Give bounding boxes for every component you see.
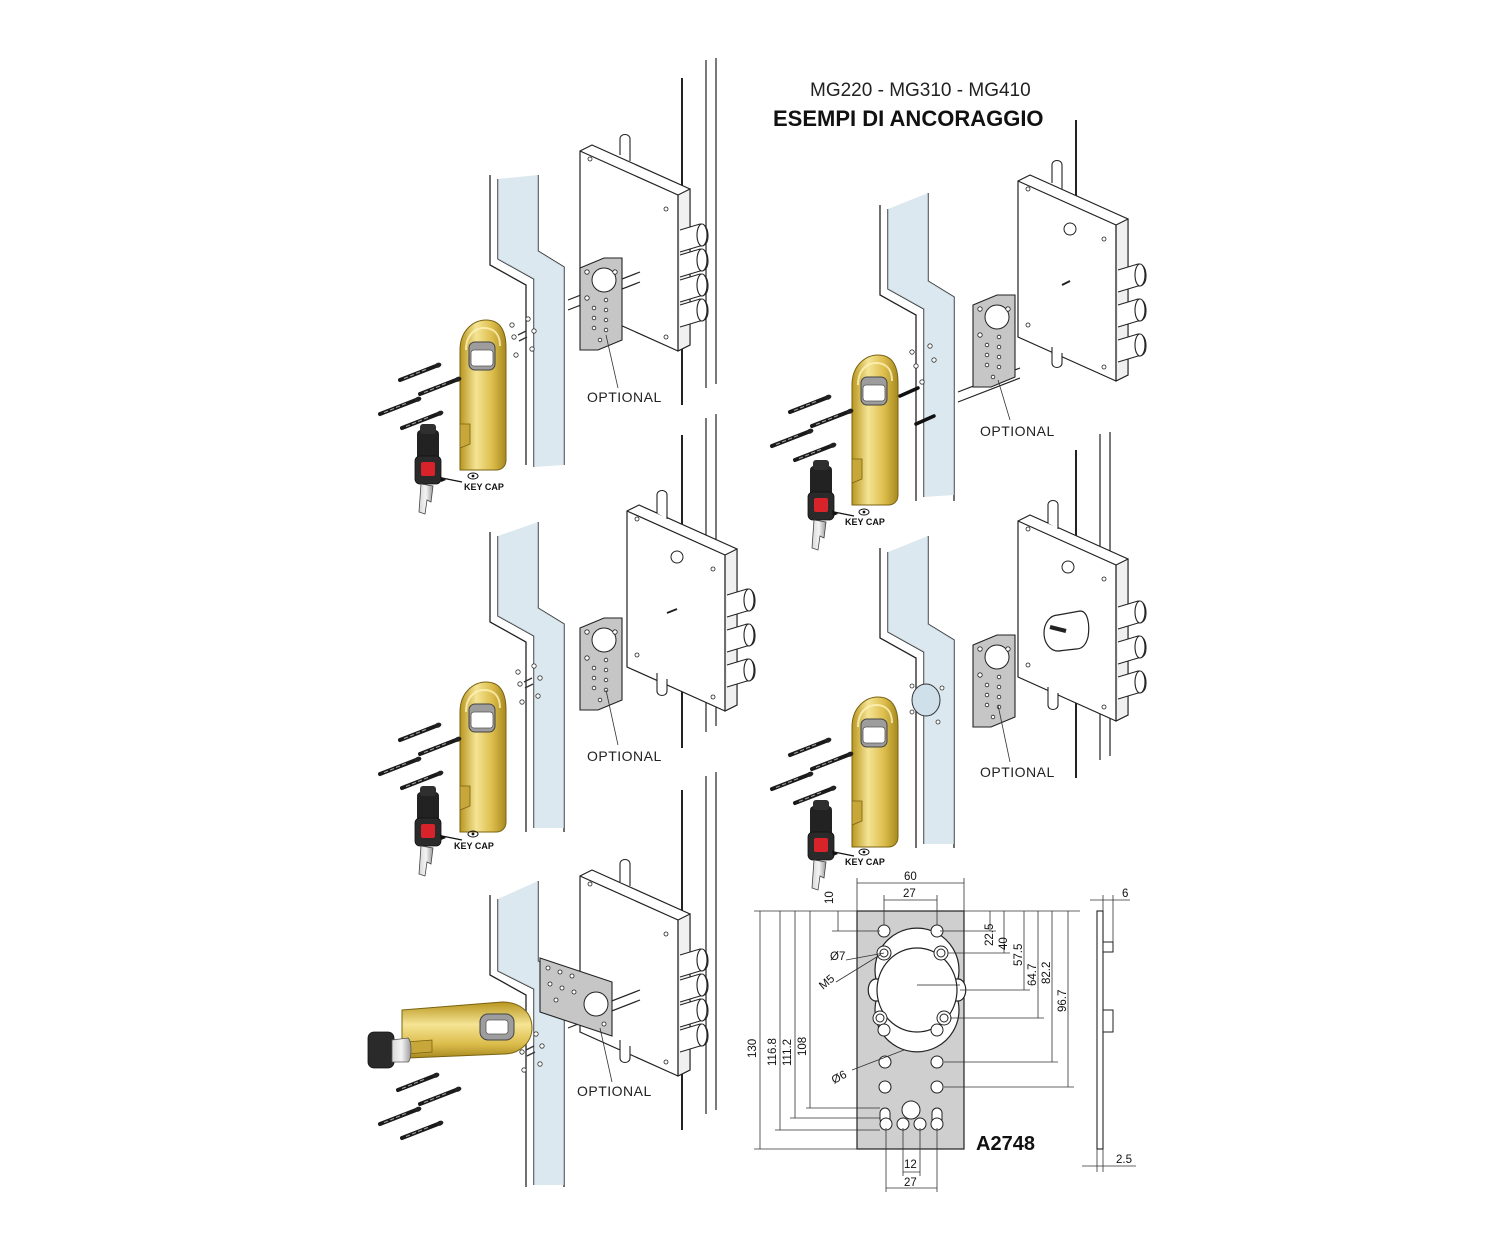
lock-body-5 [579,858,709,1077]
example-4: OPTIONAL KEY CAP [770,499,1147,891]
dim-108: 108 [797,1037,809,1056]
optional-label-5: OPTIONAL [577,1083,652,1099]
lock-body-1 [579,133,709,352]
glass-wall-3 [489,522,565,832]
right-dimension-lines [940,910,1080,1088]
dim-phi6: Ø6 [830,1069,849,1087]
dim-12: 12 [904,1159,917,1171]
key-5 [367,1031,412,1069]
glass-wall-2 [879,193,955,501]
dim-27-top: 27 [903,888,916,900]
dim-82-2: 82.2 [1041,962,1053,984]
left-dimension-lines [754,910,880,1150]
optional-label-4: OPTIONAL [980,764,1055,780]
eye-icon [467,472,479,480]
pins-2 [898,343,937,426]
dim-116-8: 116.8 [767,1038,779,1066]
example-2: OPTIONAL KEY CAP [770,159,1147,551]
bottom-dimension-lines [885,1128,938,1192]
models-subtitle: MG220 - MG310 - MG410 [810,80,1031,101]
eye-icon [467,830,479,838]
pins-1 [509,316,537,358]
security-plate-3 [579,617,623,711]
screws-1 [378,359,465,430]
dim-60: 60 [904,871,917,883]
key-cap-label-4: KEY CAP [845,857,885,867]
key-cap-label-1: KEY CAP [464,482,504,492]
page-title: ESEMPI DI ANCORAGGIO [773,106,1044,131]
dim-57-5: 57.5 [1013,944,1025,966]
key-2 [807,459,835,551]
screws-2 [770,391,857,462]
screws-5 [378,1069,465,1140]
key-4 [807,799,835,891]
security-plate-4 [972,634,1016,728]
screws-4 [770,734,857,805]
example-5: OPTIONAL [367,858,709,1187]
security-plate-5 [539,957,613,1037]
dim-40: 40 [998,937,1010,950]
security-plate-2 [972,294,1016,388]
dim-64-7: 64.7 [1027,964,1039,986]
dim-130: 130 [747,1039,759,1058]
cylinder-ring [909,683,945,725]
technical-drawing-a2748: 60 27 22.5 40 57.5 64.7 82.2 96.7 10 130… [747,871,1136,1192]
dim-10: 10 [824,891,836,904]
dim-27-bottom: 27 [904,1177,917,1189]
holes [872,924,952,1131]
glass-wall-4 [879,536,955,848]
optional-label-2: OPTIONAL [980,423,1055,439]
defender-2 [851,354,899,506]
dim-side-2-5: 2.5 [1116,1154,1132,1166]
dim-22-5: 22.5 [984,924,996,946]
dim-m5: M5 [817,973,837,992]
cylinder-icon [1043,610,1090,652]
top-dimension-lines [856,878,965,925]
lock-body-4 [1017,499,1147,722]
eye-icon [858,508,870,516]
defender-5 [401,1001,533,1059]
optional-label-3: OPTIONAL [587,748,662,764]
side-profile [1082,895,1136,1172]
key-cap-label-2: KEY CAP [845,517,885,527]
dim-96-7: 96.7 [1057,990,1069,1012]
example-3: OPTIONAL KEY CAP [378,489,756,877]
screws-3 [378,719,465,790]
example-1: OPTIONAL KEY CAP [378,133,709,515]
key-3 [414,785,442,877]
glass-wall-1 [489,175,565,467]
key-cap-label-3: KEY CAP [454,841,494,851]
security-plate-1 [579,257,623,351]
defender-1 [459,319,507,471]
lock-body-3 [626,489,756,712]
key-1 [414,423,442,515]
defender-4 [851,696,899,848]
lock-body-2 [1017,159,1147,382]
defender-3 [459,681,507,833]
dim-side-6: 6 [1122,888,1128,900]
dim-phi7: Ø7 [830,951,845,963]
optional-label-1: OPTIONAL [587,389,662,405]
eye-icon [858,848,870,856]
dim-111-2: 111.2 [782,1039,794,1066]
part-code: A2748 [976,1133,1035,1155]
